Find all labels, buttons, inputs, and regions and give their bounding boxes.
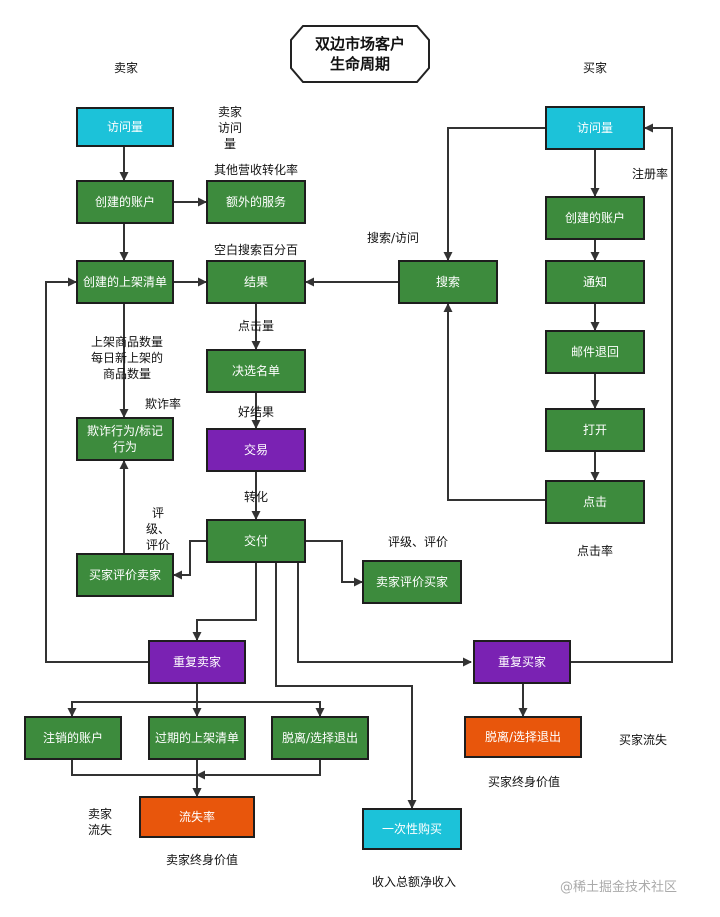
clicks-label: 点击量 <box>237 319 274 333</box>
watermark: @稀土掘金技术社区 <box>560 880 678 895</box>
edge-repeatbuyer-bvisits <box>571 123 673 663</box>
edge-delivery-ratebuyer <box>306 540 363 587</box>
fraud-rate-label: 欺诈率 <box>144 397 181 411</box>
blank-search-label: 空白搜索百分百 <box>213 243 298 257</box>
buyer-account-node[interactable]: 创建的账户 <box>545 196 645 240</box>
seller-account-node[interactable]: 创建的账户 <box>76 180 174 224</box>
edge-delivery-repeatseller <box>192 563 257 641</box>
edge-delivery-onetime <box>275 563 417 809</box>
edge-repeatseller-listing <box>45 277 148 663</box>
rating-right-label: 评级、评价 <box>387 535 448 549</box>
churn-rate-node[interactable]: 流失率 <box>139 796 255 838</box>
diagram-title: 双边市场客户 生命周期 <box>314 35 405 73</box>
listing-counts-label: 上架商品数量 每日新上架的 商品数量 <box>90 335 163 381</box>
expired-listing-node[interactable]: 过期的上架清单 <box>148 716 246 760</box>
repeat-seller-node[interactable]: 重复卖家 <box>148 640 246 684</box>
edge-delivery-rateseller <box>173 540 206 580</box>
click-node[interactable]: 点击 <box>545 480 645 524</box>
results-node[interactable]: 结果 <box>206 260 306 304</box>
seller-visits-node[interactable]: 访问量 <box>76 107 174 147</box>
delivery-node[interactable]: 交付 <box>206 519 306 563</box>
buyer-rates-seller-node[interactable]: 买家评价卖家 <box>76 553 174 597</box>
edge-cancel-churn <box>71 760 202 797</box>
search-node[interactable]: 搜索 <box>398 260 498 304</box>
cancelled-account-node[interactable]: 注销的账户 <box>24 716 122 760</box>
buyer-column-header: 买家 <box>582 61 607 75</box>
repeat-buyer-node[interactable]: 重复买家 <box>473 640 571 684</box>
buyer-visits-node[interactable]: 访问量 <box>545 106 645 150</box>
email-bounce-node[interactable]: 邮件退回 <box>545 330 645 374</box>
edge-delivery-repeatbuyer <box>297 563 472 667</box>
one-time-purchase-node[interactable]: 一次性购买 <box>362 808 462 850</box>
listing-created-node[interactable]: 创建的上架清单 <box>76 260 174 304</box>
shortlist-node[interactable]: 决选名单 <box>206 349 306 393</box>
seller-rates-buyer-node[interactable]: 卖家评价买家 <box>362 560 462 604</box>
edge-repeatseller-cancel <box>67 684 198 717</box>
transaction-node[interactable]: 交易 <box>206 428 306 472</box>
edge-bvisits-search <box>443 127 545 261</box>
title-frame <box>290 25 430 83</box>
edge-click-search <box>443 303 545 501</box>
buyer-churn-label: 买家流失 <box>618 733 667 747</box>
fraud-node[interactable]: 欺诈行为/标记行为 <box>76 417 174 461</box>
rating-left-label: 评 级、 评价 <box>145 506 170 552</box>
edge-optout-churn <box>196 760 321 780</box>
edge-repeatseller-optout <box>197 701 325 717</box>
search-visit-label: 搜索/访问 <box>366 231 420 245</box>
seller-column-header: 卖家 <box>113 61 138 75</box>
seller-visits-label: 卖家 访问 量 <box>217 105 242 151</box>
open-node[interactable]: 打开 <box>545 408 645 452</box>
good-results-label: 好结果 <box>237 405 274 419</box>
notify-node[interactable]: 通知 <box>545 260 645 304</box>
seller-optout-node[interactable]: 脱离/选择退出 <box>271 716 369 760</box>
signup-rate-label: 注册率 <box>631 167 668 181</box>
extra-services-node[interactable]: 额外的服务 <box>206 180 306 224</box>
click-rate-label: 点击率 <box>576 544 613 558</box>
net-revenue-label: 收入总额净收入 <box>371 875 456 889</box>
seller-ltv-label: 卖家终身价值 <box>165 853 238 867</box>
buyer-optout-node[interactable]: 脱离/选择退出 <box>464 716 582 758</box>
conversion-label: 转化 <box>243 490 268 504</box>
other-conversion-label: 其他营收转化率 <box>213 163 298 177</box>
seller-churn-label: 卖家 流失 <box>87 807 112 837</box>
buyer-ltv-label: 买家终身价值 <box>487 775 560 789</box>
